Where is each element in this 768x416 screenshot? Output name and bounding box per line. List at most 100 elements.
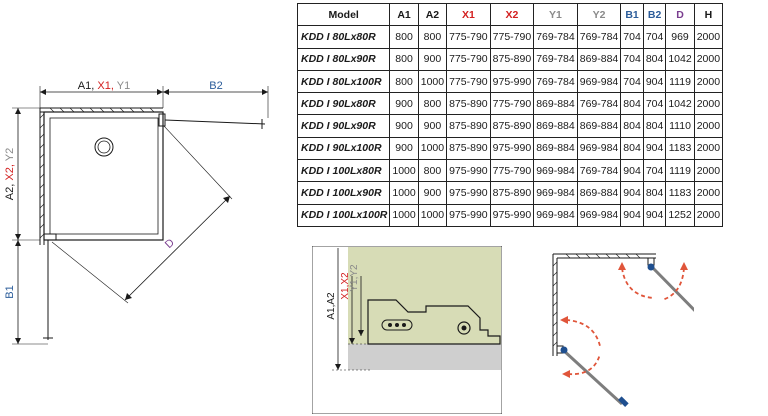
dimension-a1: A1, X1, Y1 (39, 80, 164, 108)
swing-arrowheads (560, 262, 688, 378)
table-cell: 900 (417, 47, 448, 71)
right-door-open (164, 119, 266, 125)
table-cell: 800 (417, 92, 448, 116)
table-cell: 869-884 (576, 47, 622, 71)
table-cell: 1119 (665, 69, 695, 94)
table-cell: 2000 (693, 203, 724, 227)
table-cell: 769-784 (576, 25, 622, 49)
table-cell: 969-984 (533, 181, 578, 205)
table-cell: 704 (642, 159, 667, 183)
table-cell: 775-790 (446, 25, 491, 49)
table-cell: 904 (642, 203, 667, 227)
table-cell: 2000 (693, 25, 724, 49)
model-cell: KDD I 100Lx80R (296, 159, 391, 183)
table-cell: 904 (620, 181, 644, 205)
table-cell: 2000 (693, 159, 724, 183)
top-dim-a: A1, (78, 80, 98, 92)
column-header-a1: A1 (389, 2, 419, 27)
table-cell: 704 (642, 25, 667, 49)
table-cell: 975-990 (446, 181, 491, 205)
table-cell: 775-790 (446, 47, 491, 71)
table-cell: 975-990 (446, 203, 491, 227)
shower-plan-view-diagram: A1, X1, Y1 B2 A2, X2, Y2 B1 D (4, 80, 269, 345)
table-cell: 800 (389, 47, 419, 71)
fixed-panel-left (43, 233, 57, 241)
table-cell: 869-884 (576, 181, 622, 205)
table-cell: 1183 (665, 181, 695, 205)
table-cell: 975-990 (489, 203, 535, 227)
column-header-b1: B1 (620, 2, 644, 27)
svg-text:A2, X2, Y2: A2, X2, Y2 (4, 148, 16, 200)
table-cell: 875-890 (446, 114, 491, 138)
table-cell: 1000 (417, 136, 448, 161)
table-cell: 1252 (665, 203, 695, 227)
top-dim-y: Y1 (117, 80, 130, 92)
table-cell: 804 (620, 92, 644, 116)
table-cell: 2000 (693, 92, 724, 116)
table-cell: 1000 (389, 181, 419, 205)
shower-tray (43, 111, 164, 241)
table-cell: 769-784 (576, 159, 622, 183)
table-cell: 875-890 (446, 92, 491, 116)
dimension-b2: B2 (163, 80, 269, 118)
table-cell: 804 (642, 114, 667, 138)
model-cell: KDD I 100Lx100R (296, 203, 391, 227)
table-cell: 969-984 (533, 159, 578, 183)
table-cell: 904 (620, 159, 644, 183)
table-cell: 769-784 (533, 25, 578, 49)
top-dim-x: X1, (97, 80, 116, 92)
table-cell: 969 (665, 25, 695, 49)
dimension-d: D (51, 125, 233, 304)
table-cell: 975-990 (446, 159, 491, 183)
column-header-a2: A2 (417, 2, 448, 27)
table-cell: 875-890 (489, 114, 535, 138)
model-cell: KDD I 80Lx90R (296, 47, 391, 71)
table-cell: 1183 (665, 136, 695, 161)
table-cell: 775-790 (489, 159, 535, 183)
table-cell: 2000 (693, 47, 724, 71)
dimension-b1: B1 (4, 240, 48, 345)
table-cell: 1000 (417, 69, 448, 94)
model-cell: KDD I 90Lx80R (296, 92, 391, 116)
table-cell: 775-790 (446, 69, 491, 94)
model-cell: KDD I 100Lx90R (296, 181, 391, 205)
table-cell: 800 (389, 69, 419, 94)
left-wall (39, 107, 155, 245)
table-cell: 1119 (665, 159, 695, 183)
column-header-d: D (665, 2, 695, 27)
table-cell: 904 (620, 203, 644, 227)
table-cell: 775-790 (489, 92, 535, 116)
left-door-swung (560, 346, 629, 407)
table-cell: 704 (620, 47, 644, 71)
detail-y-label: Y1,Y2 (349, 264, 360, 292)
table-cell: 769-784 (533, 47, 578, 71)
table-cell: 1042 (665, 47, 695, 71)
table-cell: 2000 (693, 181, 724, 205)
detail-x-label: X1,X2 (340, 272, 351, 300)
table-cell: 900 (389, 136, 419, 161)
svg-text:A1, X1, Y1: A1, X1, Y1 (78, 80, 130, 92)
column-header-model: Model (296, 2, 391, 27)
table-cell: 704 (620, 69, 644, 94)
table-cell: 969-984 (533, 203, 578, 227)
table-cell: 1110 (665, 114, 695, 138)
model-cell: KDD I 80Lx80R (296, 25, 391, 49)
table-cell: 975-990 (489, 136, 535, 161)
fixed-panel-right (158, 113, 166, 127)
table-cell: 2000 (693, 136, 724, 161)
table-cell: 1000 (417, 203, 448, 227)
column-header-y2: Y2 (576, 2, 622, 27)
table-cell: 704 (620, 25, 644, 49)
table-cell: 704 (642, 92, 667, 116)
table-cell: 900 (389, 92, 419, 116)
column-header-y1: Y1 (533, 2, 578, 27)
